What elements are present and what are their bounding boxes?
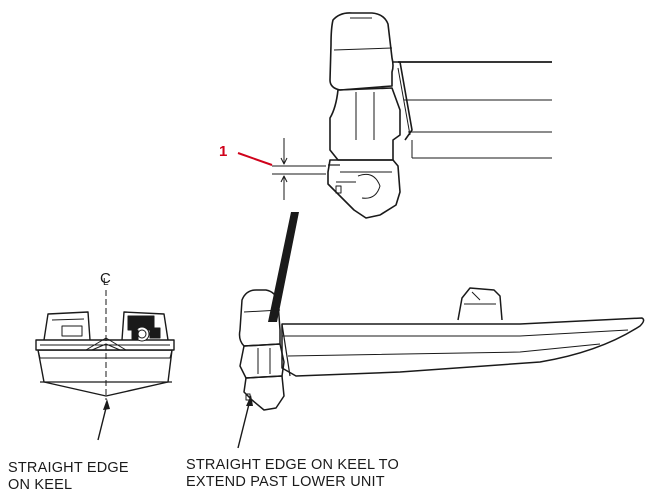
side-engine-midsection [239, 343, 285, 379]
side-engine-cowling [238, 289, 281, 347]
front-seat-cluster [127, 315, 161, 342]
caption-left-line1: STRAIGHT EDGE [8, 460, 129, 476]
caption-right: STRAIGHT EDGE ON KEEL TO EXTEND PAST LOW… [186, 457, 399, 491]
detail-midsection [329, 87, 401, 161]
front-view [35, 311, 175, 397]
detail-view [272, 12, 552, 219]
side-hull [281, 317, 645, 377]
front-console-left [43, 311, 91, 341]
callout-number: 1 [219, 143, 228, 160]
caption-left: STRAIGHT EDGE ON KEEL [8, 460, 129, 494]
callout-leader [237, 152, 273, 166]
side-view [238, 287, 645, 411]
front-console-right [121, 311, 169, 341]
centerline-symbol: C L [100, 270, 116, 292]
dimension-marker [272, 138, 326, 200]
front-hull [37, 349, 173, 397]
caption-right-line2: EXTEND PAST LOWER UNIT [186, 474, 385, 490]
centerline-l: L [103, 277, 109, 288]
side-console [457, 287, 503, 321]
detail-cowling [329, 12, 394, 91]
side-engine-lower-unit [243, 375, 285, 411]
front-leader-arrow [97, 399, 110, 441]
detail-lower-unit [327, 159, 401, 219]
detail-transom [392, 61, 413, 141]
side-leader-arrow [237, 395, 253, 449]
caption-left-line2: ON KEEL [8, 477, 73, 493]
detail-wedge [268, 212, 299, 322]
caption-right-line1: STRAIGHT EDGE ON KEEL TO [186, 457, 399, 473]
centerline-c: C [100, 270, 111, 287]
